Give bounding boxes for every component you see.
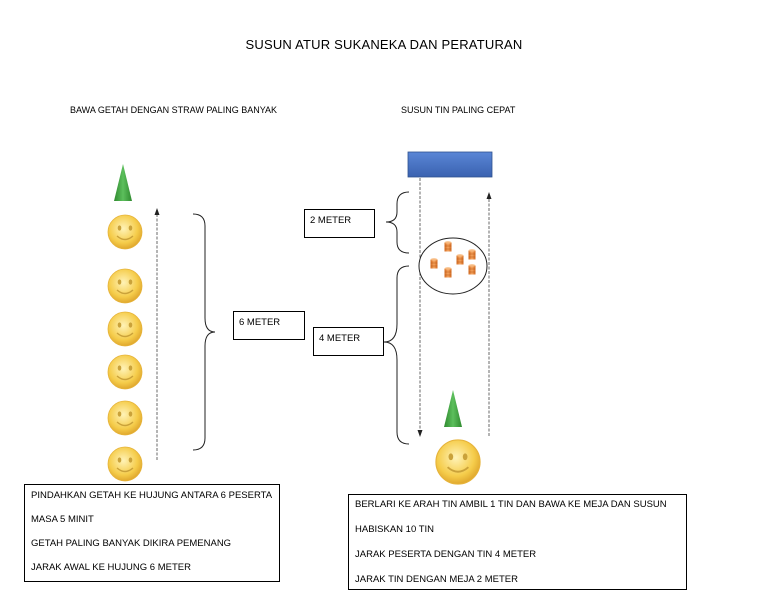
participant-icon	[107, 446, 143, 482]
right-rules-box: BERLARI KE ARAH TIN AMBIL 1 TIN DAN BAWA…	[348, 494, 687, 590]
participant-icon	[107, 311, 143, 347]
arrow-head-up	[154, 208, 160, 215]
tin-area	[418, 237, 488, 295]
distance-6m-text: 6 METER	[239, 317, 281, 328]
rule-line: JARAK AWAL KE HUJUNG 6 METER	[31, 562, 191, 573]
arrow-head-down	[417, 430, 423, 437]
distance-label-4m: 4 METER	[313, 327, 384, 356]
distance-label-6m: 6 METER	[233, 311, 305, 340]
participant-icon	[107, 354, 143, 390]
participant-icon	[107, 268, 143, 304]
rule-line: MASA 5 MINIT	[31, 514, 94, 525]
distance-label-2m: 2 METER	[304, 209, 375, 238]
tin-icon	[430, 257, 438, 269]
rule-line: JARAK TIN DENGAN MEJA 2 METER	[355, 574, 518, 585]
distance-2m-text: 2 METER	[310, 215, 352, 226]
left-game-heading: BAWA GETAH DENGAN STRAW PALING BANYAK	[70, 105, 278, 115]
right-game-heading: SUSUN TIN PALING CEPAT	[401, 105, 516, 115]
arrow-head-up	[486, 192, 492, 199]
distance-4m-text: 4 METER	[319, 333, 361, 344]
table-icon	[407, 151, 493, 178]
distance-brace-2m	[385, 191, 410, 254]
rule-line: GETAH PALING BANYAK DIKIRA PEMENANG	[31, 538, 232, 549]
tin-icon	[456, 253, 464, 265]
page-title: SUSUN ATUR SUKANEKA DAN PERATURAN	[245, 37, 523, 52]
participant-icon	[434, 438, 482, 486]
cone-icon	[114, 164, 132, 201]
tin-icon	[444, 240, 452, 252]
rule-line: JARAK PESERTA DENGAN TIN 4 METER	[355, 549, 537, 560]
tin-icon	[468, 248, 476, 260]
tin-icon	[444, 266, 452, 278]
distance-brace-4m	[383, 265, 410, 445]
rule-line: BERLARI KE ARAH TIN AMBIL 1 TIN DAN BAWA…	[355, 499, 667, 510]
distance-brace-6m	[192, 213, 216, 451]
cone-icon	[444, 390, 462, 427]
rule-line: PINDAHKAN GETAH KE HUJUNG ANTARA 6 PESER…	[31, 490, 273, 501]
participant-icon	[107, 400, 143, 436]
left-rules-box: PINDAHKAN GETAH KE HUJUNG ANTARA 6 PESER…	[24, 484, 280, 582]
participant-icon	[107, 214, 143, 250]
rule-line: HABISKAN 10 TIN	[355, 524, 435, 535]
tin-icon	[468, 263, 476, 275]
